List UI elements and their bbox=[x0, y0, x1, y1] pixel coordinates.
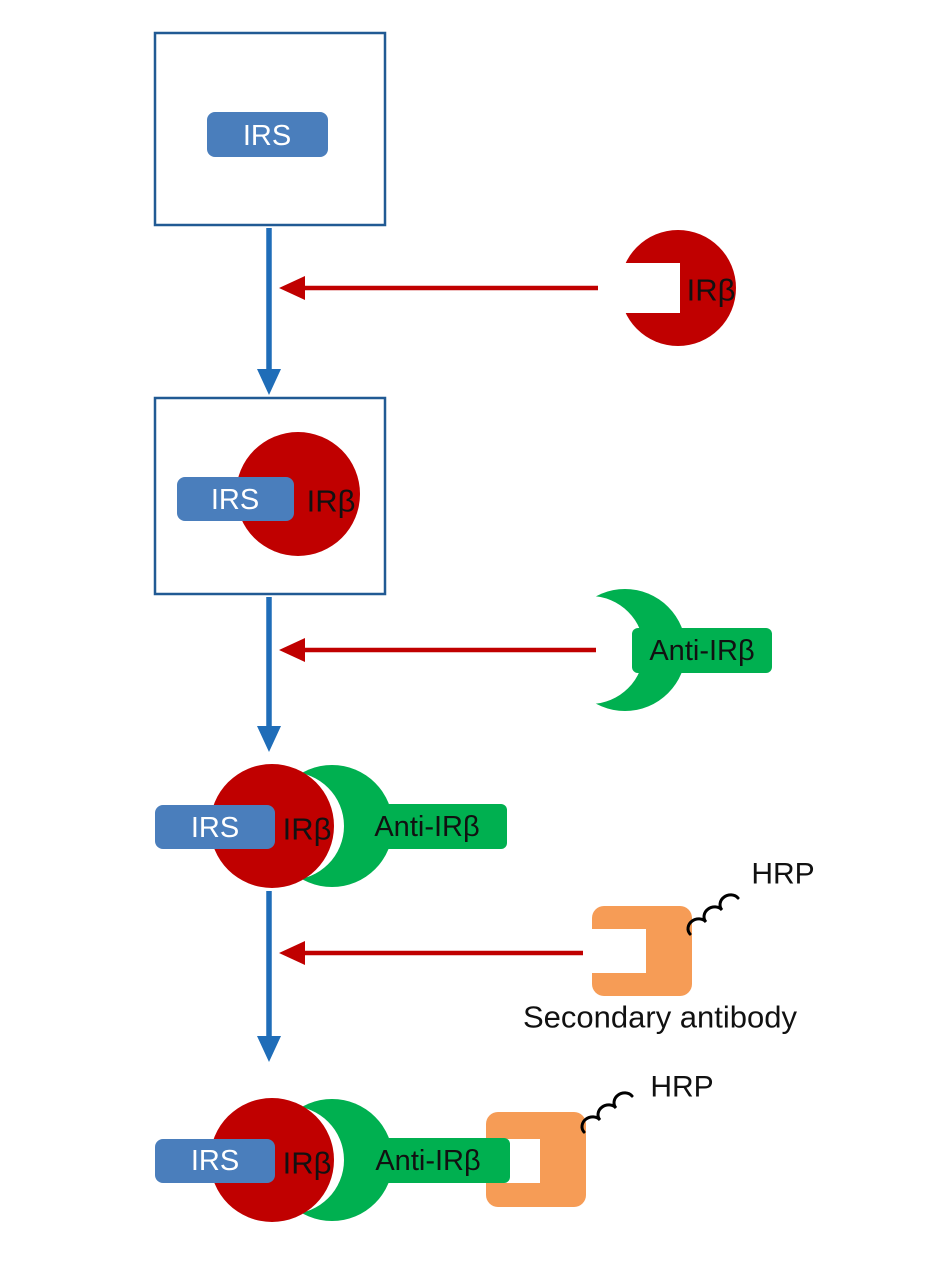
well-box-1 bbox=[153, 31, 387, 227]
anti-irb-label-3: Anti-IRβ bbox=[374, 811, 479, 843]
anti-irb-reagent-label: Anti-IRβ bbox=[649, 635, 754, 667]
irs-chip-4 bbox=[155, 1139, 275, 1183]
irs-label-4: IRS bbox=[191, 1145, 239, 1177]
anti-irb-tag-3 bbox=[347, 804, 507, 849]
primary-antibody-complex: IRS IRβ Anti-IRβ bbox=[155, 764, 507, 888]
irs-label-3: IRS bbox=[191, 812, 239, 844]
irb-pacman-notch bbox=[598, 263, 680, 313]
secondary-antibody-label: Secondary antibody bbox=[523, 1000, 798, 1035]
anti-irb-label-4: Anti-IRβ bbox=[375, 1145, 480, 1177]
irs-chip-1 bbox=[207, 112, 328, 157]
irb-label-2: IRβ bbox=[307, 484, 356, 519]
anti-irb-tag bbox=[632, 628, 772, 673]
detection-complex: IRS IRβ Anti-IRβ HRP bbox=[155, 1071, 714, 1222]
anti-irb-tag-4 bbox=[347, 1138, 510, 1183]
hrp-label-2: HRP bbox=[650, 1071, 713, 1104]
irb-label-3: IRβ bbox=[283, 812, 332, 847]
step-2-well: IRS IRβ bbox=[153, 396, 387, 596]
irs-label-1: IRS bbox=[243, 120, 291, 152]
hrp-squiggle-2 bbox=[580, 1091, 634, 1134]
irb-label-4: IRβ bbox=[283, 1146, 332, 1181]
irs-label-2: IRS bbox=[211, 484, 259, 516]
step-1-well: IRS bbox=[153, 31, 387, 227]
hrp-squiggle-1 bbox=[686, 893, 740, 936]
irb-reagent: IRβ bbox=[598, 230, 736, 346]
hrp-label-1: HRP bbox=[751, 858, 814, 891]
well-box-2 bbox=[153, 396, 387, 596]
irs-chip-2 bbox=[177, 477, 294, 521]
irs-chip-3 bbox=[155, 805, 275, 849]
secondary-antibody-notch bbox=[588, 929, 646, 973]
secondary-antibody-reagent: HRP Secondary antibody bbox=[523, 858, 815, 1035]
irb-circle-2 bbox=[236, 432, 360, 556]
anti-irb-reagent: Anti-IRβ bbox=[536, 589, 772, 711]
irb-reagent-label: IRβ bbox=[687, 273, 736, 308]
